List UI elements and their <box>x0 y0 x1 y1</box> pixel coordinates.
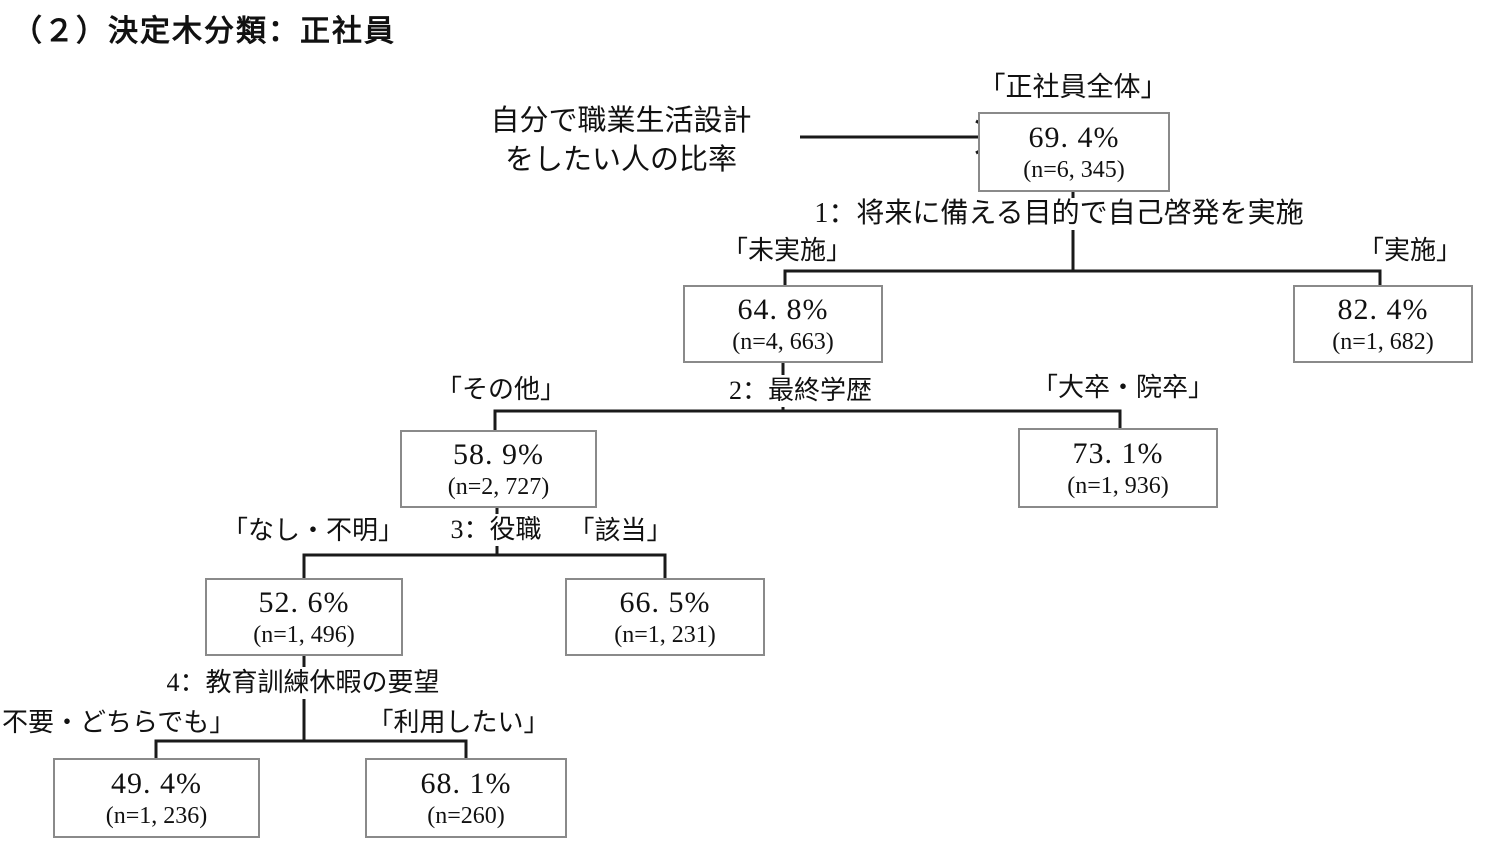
node-box-not-implemented: 64. 8% (n=4, 663) <box>683 285 883 363</box>
node-count: (n=1, 936) <box>1067 473 1169 499</box>
split-criterion-3: 3：役職 <box>440 514 552 546</box>
node-value: 66. 5% <box>619 586 711 619</box>
node-count: (n=1, 231) <box>614 622 716 648</box>
node-label-root: 「正社員全体」 <box>978 72 1168 102</box>
node-value: 52. 6% <box>258 586 350 619</box>
node-label-leave-not-needed: 不要・どちらでも」 <box>2 708 236 737</box>
annotation-arrow <box>800 119 1010 155</box>
split-criterion-2: 2：最終学歴 <box>698 375 903 407</box>
node-box-leave-not-needed: 49. 4% (n=1, 236) <box>53 758 260 838</box>
node-value: 58. 9% <box>453 438 544 471</box>
node-label-no-position: 「なし・不明」 <box>221 516 404 545</box>
node-label-has-position: 「該当」 <box>568 516 673 545</box>
node-box-no-position: 52. 6% (n=1, 496) <box>205 578 403 656</box>
node-label-not-implemented: 「未実施」 <box>721 236 852 265</box>
node-box-leave-wanted: 68. 1% (n=260) <box>365 758 567 838</box>
node-label-other-education: 「その他」 <box>436 375 567 404</box>
node-box-has-position: 66. 5% (n=1, 231) <box>565 578 765 656</box>
node-value: 69. 4% <box>1028 121 1120 154</box>
node-label-leave-wanted: 「利用したい」 <box>367 708 550 737</box>
node-count: (n=4, 663) <box>732 329 834 355</box>
node-label-implemented: 「実施」 <box>1357 236 1462 265</box>
node-box-other-education: 58. 9% (n=2, 727) <box>400 430 597 508</box>
node-value: 49. 4% <box>111 767 202 800</box>
root-annotation-line2: をしたい人の比率 <box>504 144 737 176</box>
node-value: 64. 8% <box>737 293 829 326</box>
node-count: (n=260) <box>427 803 505 829</box>
node-label-univ-grad: 「大卒・院卒」 <box>1031 373 1214 402</box>
node-count: (n=1, 496) <box>253 622 355 648</box>
node-box-root: 69. 4% (n=6, 345) <box>978 112 1170 192</box>
node-count: (n=1, 236) <box>105 803 208 829</box>
node-value: 73. 1% <box>1072 437 1164 470</box>
node-value: 82. 4% <box>1337 293 1429 326</box>
node-count: (n=2, 727) <box>447 474 550 500</box>
node-box-univ-grad: 73. 1% (n=1, 936) <box>1018 428 1218 508</box>
node-box-implemented: 82. 4% (n=1, 682) <box>1293 285 1473 363</box>
root-annotation: 自分で職業生活設計 をしたい人の比率 <box>478 102 764 180</box>
page-title: （２）決定木分類：正社員 <box>12 15 396 48</box>
node-value: 68. 1% <box>420 767 512 800</box>
root-annotation-line1: 自分で職業生活設計 <box>490 105 752 137</box>
split-criterion-1: 1：将来に備える目的で自己啓発を実施 <box>809 198 1309 230</box>
node-count: (n=6, 345) <box>1023 157 1125 183</box>
split-criterion-4: 4：教育訓練休暇の要望 <box>158 667 448 699</box>
node-count: (n=1, 682) <box>1332 329 1434 355</box>
